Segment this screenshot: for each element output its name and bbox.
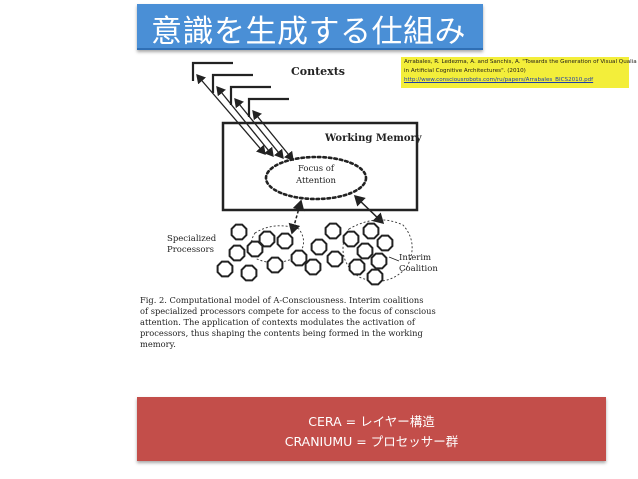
context-arrows	[196, 74, 294, 162]
citation-line-2: in Artificial Cognitive Architectures". …	[404, 68, 526, 74]
processor-octagon	[356, 242, 374, 260]
processor-octagon	[304, 258, 322, 276]
interim-coalition-right	[342, 219, 413, 282]
processor-octagon	[362, 222, 380, 240]
processor-octagon	[228, 244, 246, 262]
processor-octagon	[230, 223, 248, 241]
title-banner: 意識を生成する仕組み	[137, 4, 483, 50]
processor-octagon	[290, 249, 308, 267]
note-box: CERA = レイヤー構造 CRANIUMU = プロセッサー群	[137, 397, 606, 461]
consciousness-model-figure: Contexts Working Memory Focus of Attenti…	[140, 61, 438, 349]
specialized-label-line1: Specialized	[167, 234, 217, 244]
processor-octagon	[376, 234, 394, 252]
slide-title: 意識を生成する仕組み	[151, 14, 466, 50]
caption-line-4: processors, thus shaping the contents be…	[140, 328, 423, 338]
focus-of-attention-ellipse	[264, 155, 368, 201]
contexts-label: Contexts	[291, 65, 345, 78]
processor-octagon	[324, 222, 342, 240]
processor-octagon	[266, 256, 284, 274]
processor-octagon	[348, 258, 366, 276]
specialized-processors	[216, 222, 394, 286]
focus-coalition-arrow-left	[288, 199, 305, 235]
citation-note: Arrabales, R. Ledezma, A. and Sanchis, A…	[401, 57, 637, 88]
processor-octagon	[326, 250, 344, 268]
caption-line-2: of specialized processors compete for ac…	[140, 306, 436, 316]
processor-octagon	[370, 252, 388, 270]
processor-octagon	[310, 238, 328, 256]
note-line-2: CRANIUMU = プロセッサー群	[284, 434, 459, 449]
focus-label-line2: Attention	[295, 176, 337, 186]
context-brackets	[191, 61, 289, 117]
processor-octagon	[216, 260, 234, 278]
caption-line-1: Fig. 2. Computational model of A-Conscio…	[140, 295, 424, 305]
processor-octagon	[366, 268, 384, 286]
processor-octagon	[258, 230, 276, 248]
citation-link[interactable]: http://www.consciousrobots.com/ru/papers…	[404, 77, 594, 83]
interim-pointer-line	[388, 256, 400, 262]
citation-line-1: Arrabales, R. Ledezma, A. and Sanchis, A…	[404, 59, 637, 65]
note-line-1: CERA = レイヤー構造	[308, 414, 435, 429]
processor-octagon	[342, 230, 360, 248]
processor-octagon	[240, 264, 258, 282]
processor-octagon	[276, 232, 294, 250]
working-memory-label: Working Memory	[324, 133, 423, 144]
interim-label-line1: Interim	[399, 253, 431, 263]
focus-coalition-arrow-right	[353, 194, 385, 225]
caption-line-3: attention. The application of contexts m…	[140, 317, 416, 327]
working-memory-box	[221, 121, 419, 212]
caption-line-5: memory.	[140, 339, 176, 349]
interim-label-line2: Coalition	[399, 264, 438, 274]
specialized-label-line2: Processors	[167, 245, 214, 255]
focus-label-line1: Focus of	[298, 164, 335, 174]
